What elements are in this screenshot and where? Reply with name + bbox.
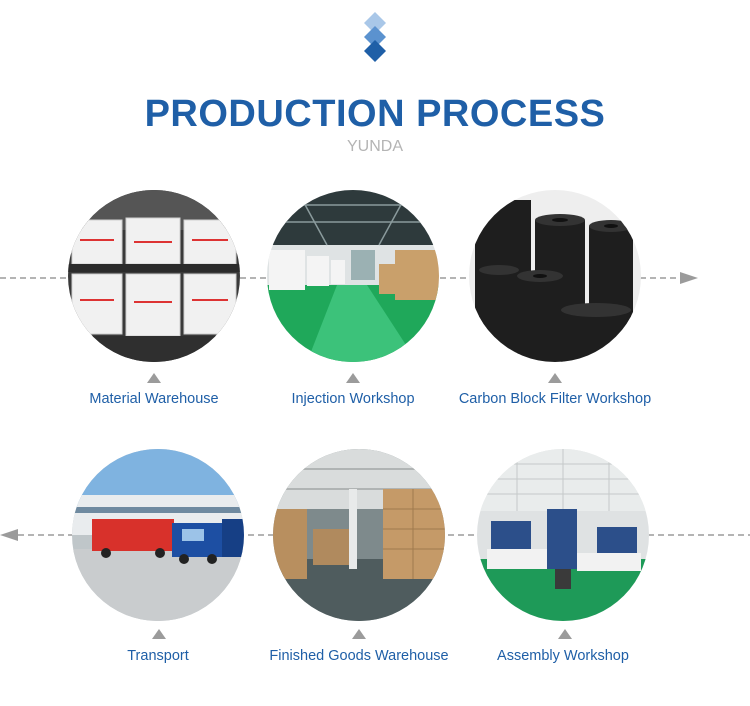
pointer-up-icon <box>147 373 161 383</box>
pointer-up-icon <box>346 373 360 383</box>
injection-workshop-photo <box>267 190 439 362</box>
finished-goods-warehouse-photo <box>273 449 445 621</box>
transport-photo <box>72 449 244 621</box>
arrow-right-icon <box>680 272 698 284</box>
arrow-left-icon <box>0 529 18 541</box>
pointer-up-icon <box>548 373 562 383</box>
step-label-transport: Transport <box>127 648 189 664</box>
step-label-material-warehouse: Material Warehouse <box>89 391 219 407</box>
step-label-assembly-workshop: Assembly Workshop <box>497 648 629 664</box>
material-warehouse-photo <box>68 190 240 362</box>
assembly-workshop-photo <box>477 449 649 621</box>
page-title: PRODUCTION PROCESS <box>144 93 606 135</box>
page-subtitle: YUNDA <box>346 138 403 155</box>
stacked-diamonds-icon <box>362 12 388 64</box>
pointer-up-icon <box>352 629 366 639</box>
pointer-up-icon <box>558 629 572 639</box>
carbon-block-filter-photo <box>469 190 641 362</box>
step-label-finished-goods-warehouse: Finished Goods Warehouse <box>269 648 449 664</box>
step-label-injection-workshop: Injection Workshop <box>291 391 415 407</box>
pointer-up-icon <box>152 629 166 639</box>
step-label-carbon-block-filter-workshop: Carbon Block Filter Workshop <box>458 391 652 407</box>
